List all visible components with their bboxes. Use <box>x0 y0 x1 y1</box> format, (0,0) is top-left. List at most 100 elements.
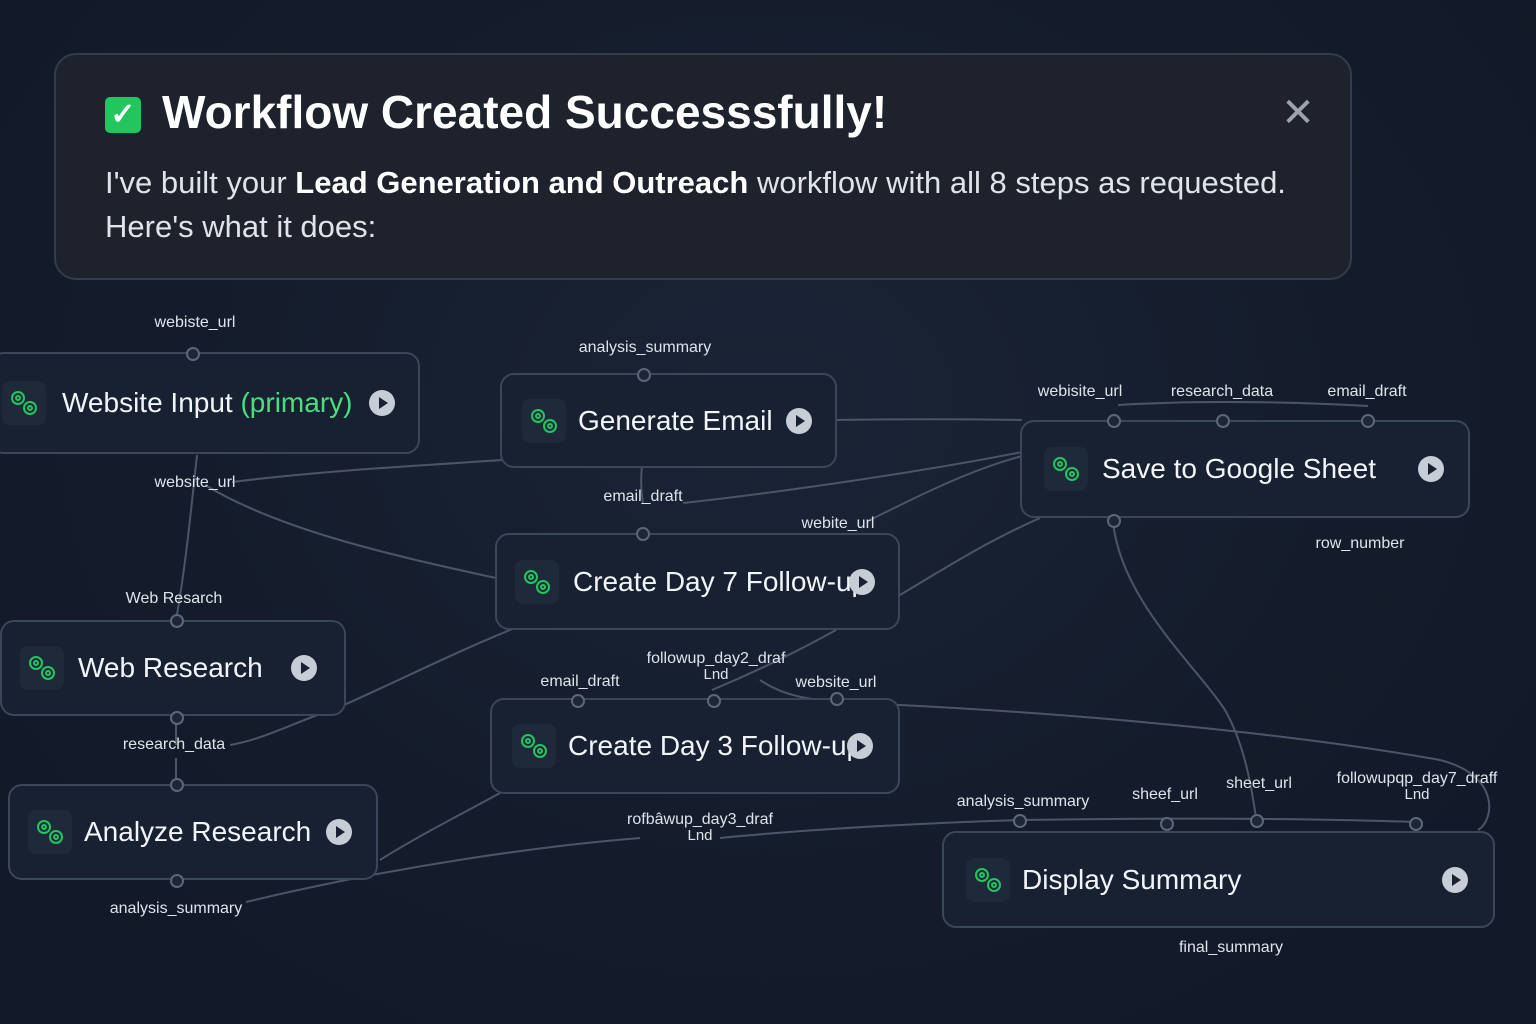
port-label: sheef_url <box>1132 786 1198 803</box>
banner-title: Workflow Created Successsfully! <box>162 86 888 138</box>
edge <box>343 627 516 706</box>
workflow-name: Lead Generation and Outreach <box>295 165 749 200</box>
edge <box>682 451 1023 504</box>
edge <box>711 629 837 691</box>
port[interactable] <box>1107 414 1121 428</box>
node-generate-email[interactable]: Generate Email <box>500 373 837 468</box>
port[interactable] <box>636 527 650 541</box>
port-label: email_draft <box>540 673 620 690</box>
port-label: research_data <box>1170 383 1274 400</box>
port[interactable] <box>170 778 184 792</box>
success-banner: ✓ Workflow Created Successsfully! ✕ I've… <box>54 53 1352 280</box>
port-label: analysis_summary <box>109 900 243 917</box>
play-icon[interactable] <box>1442 866 1468 893</box>
port[interactable] <box>1013 814 1027 828</box>
desc-before: I've built your <box>105 165 296 200</box>
play-icon[interactable] <box>786 407 812 434</box>
play-icon[interactable] <box>369 390 395 416</box>
edge <box>245 837 641 903</box>
node-analyze-research[interactable]: Analyze Research <box>8 784 378 880</box>
port-label: analysis_summary <box>578 339 712 356</box>
desc-after: workflow with all 8 steps as requested. … <box>105 165 1286 244</box>
port[interactable] <box>707 694 721 708</box>
port-label: website_url <box>154 474 236 491</box>
node-display-summary[interactable]: Display Summary <box>942 831 1495 928</box>
play-icon[interactable] <box>291 655 317 681</box>
node-gear-icon <box>515 559 559 604</box>
primary-tag: (primary) <box>240 387 353 418</box>
port[interactable] <box>1160 817 1174 831</box>
port-label-sub: Lnd <box>687 827 713 844</box>
node-gear-icon <box>2 381 46 425</box>
play-icon[interactable] <box>1418 456 1444 482</box>
node-gear-icon <box>28 810 72 854</box>
play-icon[interactable] <box>849 568 875 595</box>
node-website-input[interactable]: Website Input (primary) <box>0 352 420 454</box>
node-save-google-sheet[interactable]: Save to Google Sheet <box>1020 420 1470 518</box>
node-title: Create Day 3 Follow-up <box>568 730 863 761</box>
node-gear-icon <box>512 724 556 768</box>
port-label-main: followupqp_day7_draff <box>1336 770 1498 787</box>
node-title: Generate Email <box>578 404 773 436</box>
node-gear-icon <box>522 398 566 443</box>
port[interactable] <box>1250 814 1264 828</box>
port-label-sub: Lnd <box>703 666 729 683</box>
port-label: Web Resarch <box>125 590 223 607</box>
check-square-icon: ✓ <box>105 97 141 133</box>
node-create-day3-followup[interactable]: Create Day 3 Follow-up <box>490 698 900 794</box>
edge <box>231 459 503 483</box>
port-label-main: rofbâwup_day3_draf <box>627 811 773 828</box>
edge <box>175 454 198 621</box>
node-label: Website Input (primary) <box>62 387 352 419</box>
port-label: email_draft <box>1327 383 1407 400</box>
port-label: webite_url <box>801 515 875 532</box>
node-title: Save to Google Sheet <box>1102 453 1376 484</box>
node-title: Display Summary <box>1022 863 1242 895</box>
node-gear-icon <box>20 646 64 690</box>
edge <box>640 465 644 504</box>
play-icon[interactable] <box>847 733 873 759</box>
node-gear-icon <box>1044 447 1088 491</box>
edge <box>379 792 501 861</box>
port[interactable] <box>830 692 844 706</box>
port[interactable] <box>1107 514 1121 528</box>
port-label: email_draft <box>603 488 683 505</box>
node-title: Create Day 7 Follow-up <box>573 565 868 597</box>
port-label: row_number <box>1315 535 1405 552</box>
play-icon[interactable] <box>326 819 352 845</box>
port[interactable] <box>170 874 184 888</box>
node-title: Website Input <box>62 387 233 418</box>
port-label: analysis_summary <box>956 793 1090 810</box>
port-label: webisite_url <box>1037 383 1123 400</box>
port[interactable] <box>1216 414 1230 428</box>
port-label: research_data <box>122 736 226 753</box>
port[interactable] <box>1361 414 1375 428</box>
port-label: final_summary <box>1178 939 1284 956</box>
port-label: sheet_url <box>1226 775 1292 792</box>
node-web-research[interactable]: Web Research <box>0 620 346 716</box>
port-label-main: followup_day2_draf <box>646 650 786 667</box>
node-create-day7-followup[interactable]: Create Day 7 Follow-up <box>495 533 900 630</box>
port-label: website_url <box>795 674 877 691</box>
close-icon[interactable]: ✕ <box>1281 91 1315 135</box>
port[interactable] <box>170 711 184 725</box>
edge <box>1019 817 1416 823</box>
port-label-sub: Lnd <box>1404 786 1430 803</box>
edge <box>899 517 1041 596</box>
edge <box>1117 401 1369 407</box>
edge <box>719 819 1021 839</box>
port[interactable] <box>1409 817 1423 831</box>
node-title: Web Research <box>78 652 263 683</box>
port[interactable] <box>170 614 184 628</box>
edge <box>229 713 321 746</box>
port[interactable] <box>571 694 585 708</box>
port[interactable] <box>186 347 200 361</box>
banner-description: I've built your Lead Generation and Outr… <box>105 161 1305 249</box>
port[interactable] <box>637 368 651 382</box>
edge <box>869 455 1023 521</box>
edge <box>835 418 1023 421</box>
